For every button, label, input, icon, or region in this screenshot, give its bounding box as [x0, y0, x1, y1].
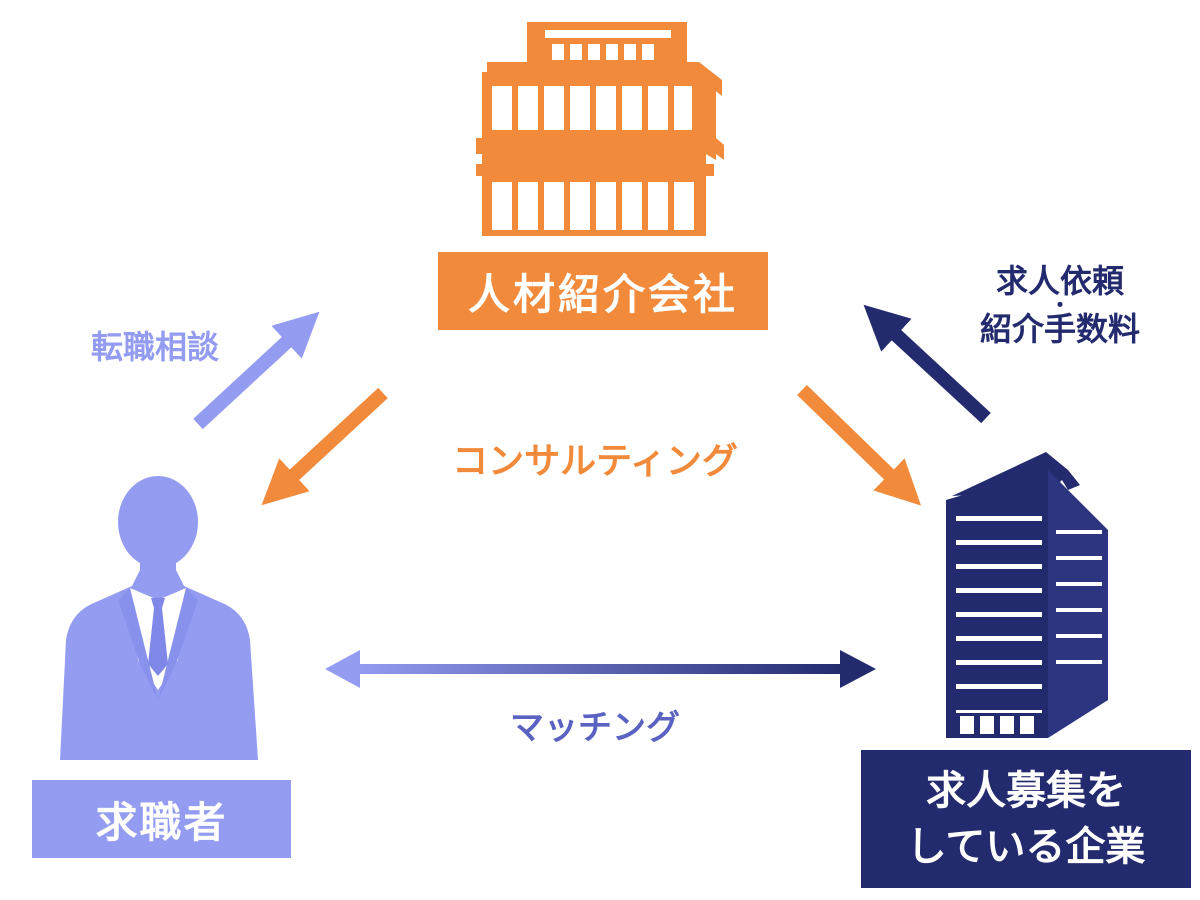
referral-fee-text: 紹介手数料	[979, 310, 1140, 348]
career-consultation-text: 転職相談	[90, 328, 219, 366]
hiring-company-label: 求人募集を している企業	[861, 750, 1191, 888]
job-seeker-label: 求職者	[32, 780, 291, 858]
arrow-agency-to-company	[797, 384, 922, 506]
job-request-text: 求人依頼	[995, 262, 1124, 300]
person-silhouette-icon	[60, 476, 258, 760]
request-and-fee-text: 求人依頼 ・ 紹介手数料	[935, 262, 1185, 348]
hiring-company-label-line2: している企業	[906, 824, 1146, 870]
consulting-text: コンサルティング	[452, 441, 738, 482]
arrow-seeker-to-agency	[193, 311, 320, 430]
office-building-icon	[476, 22, 724, 236]
arrow-agency-to-seeker	[261, 387, 388, 506]
separator-text: ・	[1050, 293, 1070, 317]
arrow-matching-bidirectional	[325, 650, 876, 688]
matching-text: マッチング	[510, 708, 680, 748]
agency-label: 人材紹介会社	[438, 252, 768, 330]
high-rise-building-icon	[946, 452, 1108, 738]
arrow-company-to-agency	[863, 304, 991, 424]
hiring-company-label-line1: 求人募集を	[926, 768, 1126, 814]
